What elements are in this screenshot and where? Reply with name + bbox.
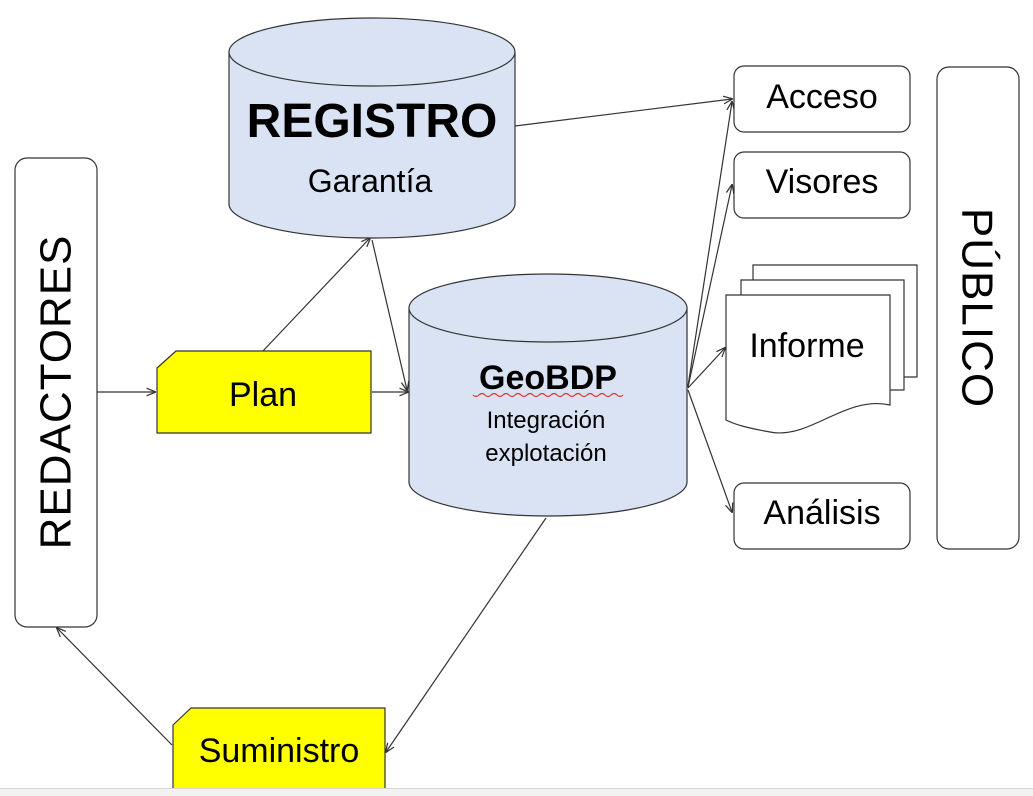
visores-node: Visores <box>733 151 911 219</box>
bottom-edge-strip <box>0 788 1033 796</box>
analisis-node: Análisis <box>733 482 911 550</box>
acceso-node: Acceso <box>733 65 911 133</box>
geobdp-title: GeoBDP <box>479 359 617 397</box>
arrow-plan-to-registro <box>261 238 370 353</box>
suministro-label: Suministro <box>199 732 360 770</box>
visores-label: Visores <box>766 163 879 201</box>
redactores-label: REDACTORES <box>32 235 81 550</box>
arrow-suministro-to-redactores <box>57 628 173 746</box>
registro-database: REGISTRO Garantía <box>228 17 516 239</box>
informe-multidocument: Informe <box>725 264 918 434</box>
publico-label: PÚBLICO <box>953 208 1002 408</box>
arrow-geobdp-to-acceso <box>687 102 732 387</box>
arrow-geobdp-to-analisis <box>687 389 732 512</box>
plan-document: Plan <box>156 350 372 434</box>
connectors <box>57 99 732 752</box>
suministro-document: Suministro <box>172 707 386 792</box>
registro-subtitle: Garantía <box>308 163 433 199</box>
arrow-geobdp-to-informe <box>687 348 725 389</box>
analisis-label: Análisis <box>763 494 880 532</box>
registro-title: REGISTRO <box>247 95 498 148</box>
redactores-node: REDACTORES <box>14 157 98 628</box>
informe-label: Informe <box>749 327 864 365</box>
spellcheck-underline <box>472 392 624 398</box>
arrow-geobdp-to-suministro <box>386 517 547 752</box>
plan-label: Plan <box>229 376 297 414</box>
geobdp-line1: Integración <box>487 407 606 434</box>
arrow-registro-to-geobdp <box>371 239 407 390</box>
geobdp-database: GeoBDP Integración explotación <box>408 273 688 517</box>
arrow-registro-to-acceso <box>514 99 732 127</box>
acceso-label: Acceso <box>766 78 878 116</box>
arrow-geobdp-to-visores <box>687 185 732 388</box>
publico-node: PÚBLICO <box>936 66 1020 550</box>
geobdp-line2: explotación <box>485 440 606 467</box>
